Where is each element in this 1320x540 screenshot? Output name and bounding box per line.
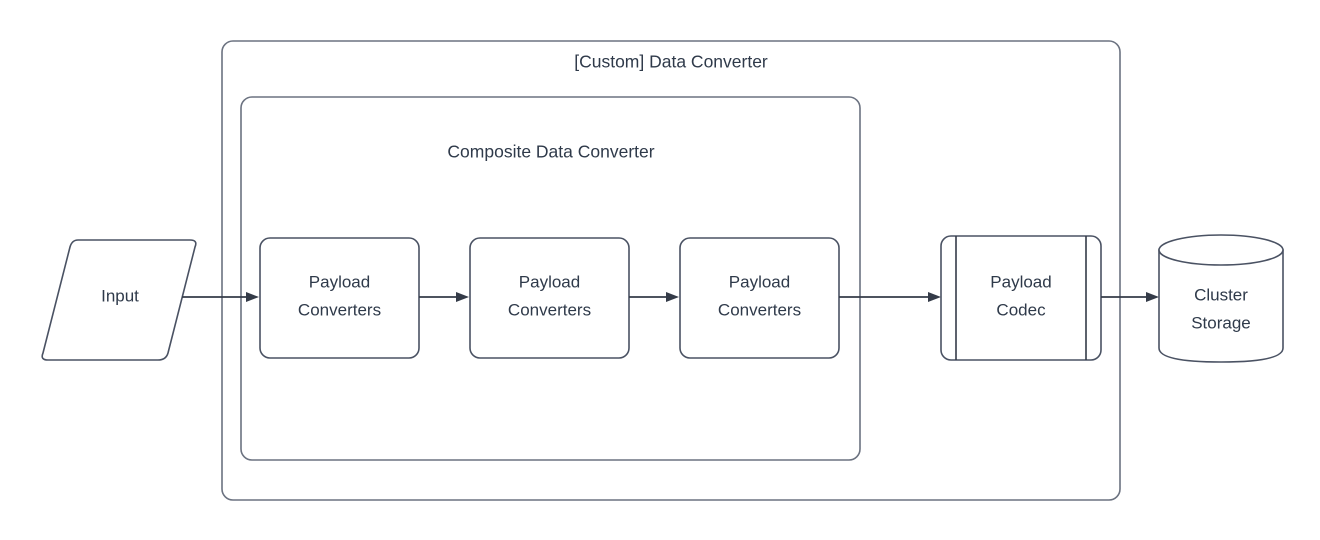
- edge-payload-converters-3-to-payload-codec-arrowhead: [928, 292, 941, 302]
- node-payload-codec-label-line2: Codec: [996, 300, 1046, 319]
- edge-payload-converters-3-to-payload-codec: [839, 292, 941, 302]
- node-payload-converters-1-label-line1: Payload: [309, 272, 370, 291]
- node-cluster-storage-top-ellipse: [1158, 234, 1284, 266]
- node-input-shape: [41, 239, 197, 361]
- node-cluster-storage-label-line1: Cluster: [1194, 285, 1248, 304]
- edge-payload-converters-2-to-payload-converters-3: [629, 292, 679, 302]
- node-payload-converters-2-label-line1: Payload: [519, 272, 580, 291]
- edge-payload-converters-1-to-payload-converters-2: [419, 292, 469, 302]
- node-payload-converters-1-shape: [259, 237, 420, 359]
- node-payload-converters-1-label-line2: Converters: [298, 300, 381, 319]
- container-custom-data-converter-label: [Custom] Data Converter: [574, 52, 768, 72]
- edge-input-to-payload-converters-1-arrowhead: [246, 292, 259, 302]
- node-input[interactable]: Input: [41, 239, 197, 361]
- container-custom-data-converter-outline: [221, 40, 1121, 501]
- node-payload-converters-2[interactable]: Payload Converters: [469, 237, 630, 359]
- edge-payload-codec-to-cluster-storage: [1101, 292, 1159, 302]
- node-payload-converters-3-label-line1: Payload: [729, 272, 790, 291]
- node-cluster-storage[interactable]: Cluster Storage: [1158, 234, 1284, 363]
- node-payload-converters-3-label-line2: Converters: [718, 300, 801, 319]
- edge-payload-converters-2-to-payload-converters-3-arrowhead: [666, 292, 679, 302]
- node-payload-converters-1[interactable]: Payload Converters: [259, 237, 420, 359]
- container-composite-data-converter-label: Composite Data Converter: [447, 142, 654, 162]
- edge-payload-converters-1-to-payload-converters-2-arrowhead: [456, 292, 469, 302]
- node-payload-codec-shape: [940, 235, 1102, 361]
- container-composite-data-converter[interactable]: Composite Data Converter: [240, 96, 861, 461]
- edge-input-to-payload-converters-1: [182, 292, 259, 302]
- node-payload-converters-2-shape: [469, 237, 630, 359]
- edge-payload-codec-to-cluster-storage-arrowhead: [1146, 292, 1159, 302]
- node-payload-codec[interactable]: Payload Codec: [940, 235, 1102, 361]
- container-custom-data-converter[interactable]: [Custom] Data Converter: [221, 40, 1121, 501]
- node-payload-converters-3[interactable]: Payload Converters: [679, 237, 840, 359]
- container-composite-data-converter-outline: [240, 96, 861, 461]
- node-cluster-storage-body: [1158, 249, 1284, 363]
- node-cluster-storage-label-line2: Storage: [1191, 313, 1251, 332]
- node-payload-converters-2-label-line2: Converters: [508, 300, 591, 319]
- node-input-label: Input: [101, 286, 139, 305]
- node-payload-codec-label-line1: Payload: [990, 272, 1051, 291]
- node-payload-converters-3-shape: [679, 237, 840, 359]
